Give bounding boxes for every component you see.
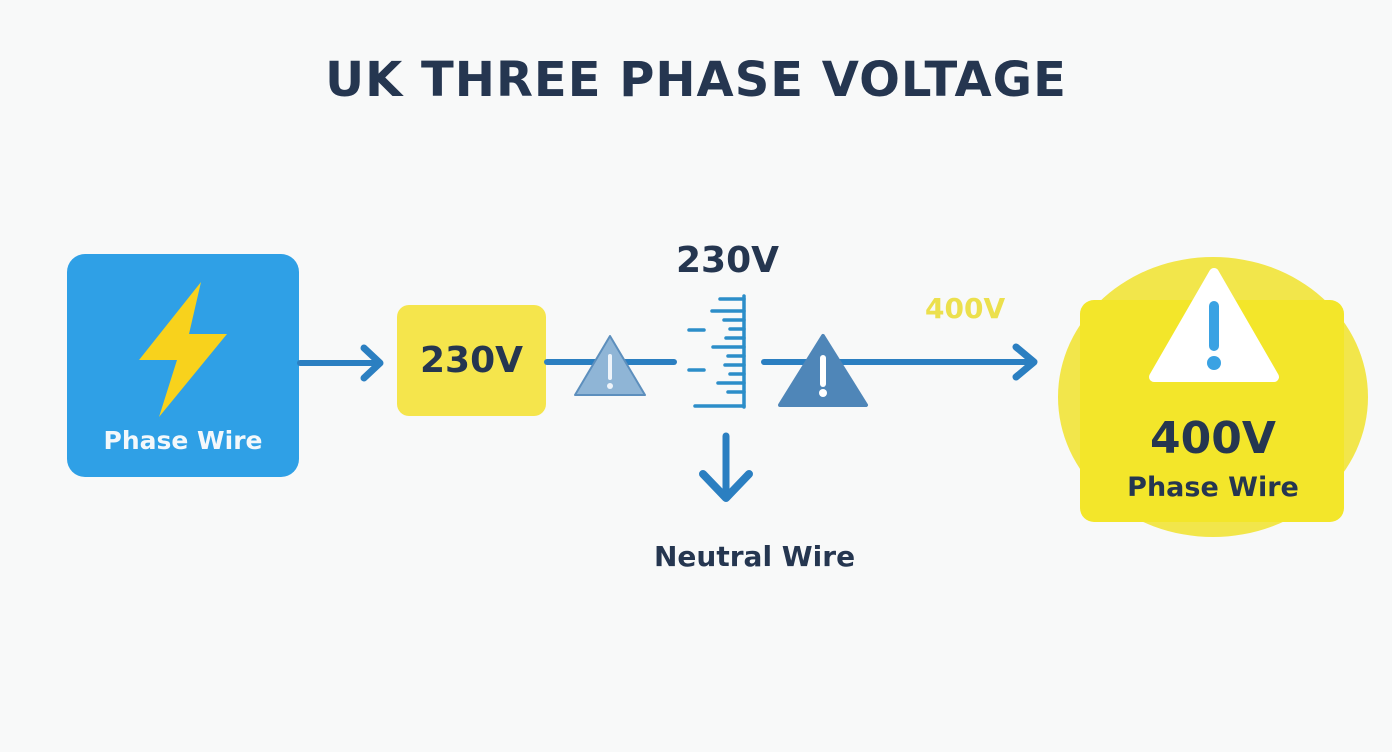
result-voltage: 400V [1150, 413, 1276, 464]
phase-wire-label: Phase Wire [103, 426, 263, 455]
arrow-down-icon [699, 432, 753, 502]
line-voltage-label: 400V [925, 292, 1006, 325]
warning-icon [778, 334, 868, 407]
phase-voltage-label: 230V [419, 340, 523, 381]
meter-voltage-label: 230V [676, 240, 780, 281]
warning-icon [574, 335, 646, 396]
neutral-wire-label: Neutral Wire [654, 540, 856, 573]
result-phase-wire-label: Phase Wire [1127, 472, 1299, 503]
phase-wire-source: Phase Wire [67, 254, 299, 477]
voltage-scale-icon [687, 294, 746, 409]
diagram-title: UK THREE PHASE VOLTAGE [325, 52, 1067, 108]
phase-voltage-box: 230V [397, 305, 546, 416]
arrow-right-icon [297, 344, 384, 382]
lightning-bolt-icon [139, 282, 227, 417]
warning-icon [1149, 268, 1279, 382]
